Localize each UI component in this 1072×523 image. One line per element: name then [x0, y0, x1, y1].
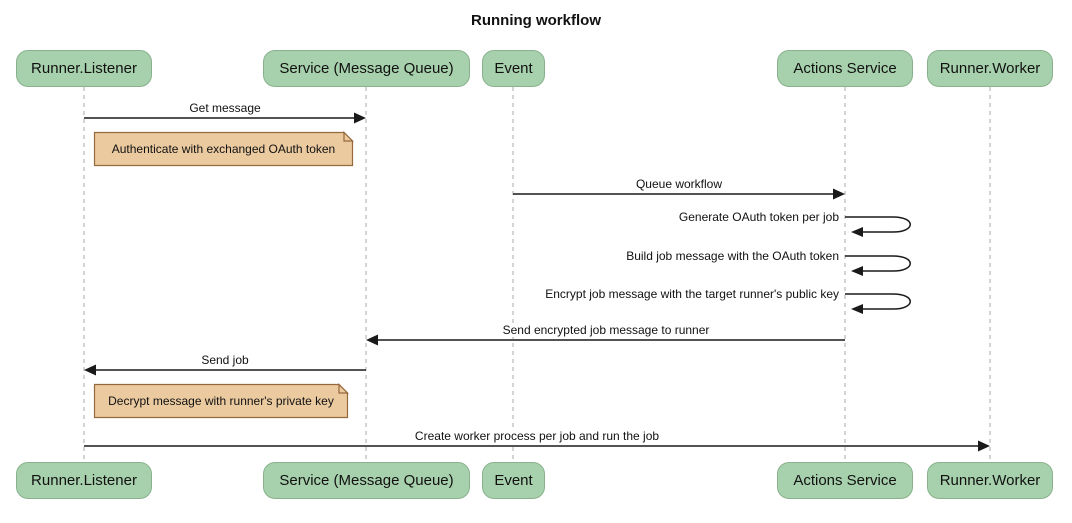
- message-label-queue-workflow: Queue workflow: [633, 177, 725, 191]
- participant-bottom-event: Event: [482, 462, 545, 499]
- note-label-authenticate: Authenticate with exchanged OAuth token: [111, 142, 336, 156]
- arrowhead-encrypt-job-message: [851, 304, 863, 314]
- arrowhead-create-worker-process: [978, 440, 990, 452]
- message-label-create-worker-process: Create worker process per job and run th…: [412, 429, 662, 443]
- participant-bottom-runner-worker: Runner.Worker: [927, 462, 1053, 499]
- message-label-generate-oauth-token: Generate OAuth token per job: [676, 210, 841, 224]
- participant-bottom-runner-listener: Runner.Listener: [16, 462, 152, 499]
- arrowhead-generate-oauth-token: [851, 227, 863, 237]
- note-authenticate-shape: [93, 131, 354, 167]
- participant-top-actions-service: Actions Service: [777, 50, 913, 87]
- message-label-build-job-message: Build job message with the OAuth token: [624, 249, 841, 263]
- note-authenticate-fold-icon: [343, 131, 354, 142]
- selfloop-encrypt-job-message: [845, 293, 911, 310]
- arrowhead-send-encrypted-job-message: [366, 334, 378, 346]
- note-label-decrypt: Decrypt message with runner's private ke…: [108, 394, 334, 408]
- arrowhead-build-job-message: [851, 266, 863, 276]
- arrowhead-send-job: [84, 364, 96, 376]
- participant-top-runner-listener: Runner.Listener: [16, 50, 152, 87]
- participant-top-runner-worker: Runner.Worker: [927, 50, 1053, 87]
- message-label-send-job: Send job: [199, 353, 251, 367]
- participant-bottom-service-message-queue: Service (Message Queue): [263, 462, 470, 499]
- message-label-send-encrypted-job-message: Send encrypted job message to runner: [500, 323, 712, 337]
- note-decrypt-fold-icon: [338, 383, 349, 394]
- participant-top-service-message-queue: Service (Message Queue): [263, 50, 470, 87]
- diagram-title: Running workflow: [471, 12, 601, 29]
- selfloop-generate-oauth-token: [845, 216, 911, 233]
- participant-top-event: Event: [482, 50, 545, 87]
- selfloop-build-job-message: [845, 255, 911, 272]
- message-label-encrypt-job-message: Encrypt job message with the target runn…: [543, 287, 841, 301]
- participant-bottom-actions-service: Actions Service: [777, 462, 913, 499]
- arrowhead-queue-workflow: [833, 188, 845, 200]
- arrowhead-get-message: [354, 112, 366, 124]
- note-decrypt-shape: [93, 383, 349, 419]
- message-label-get-message: Get message: [187, 101, 263, 115]
